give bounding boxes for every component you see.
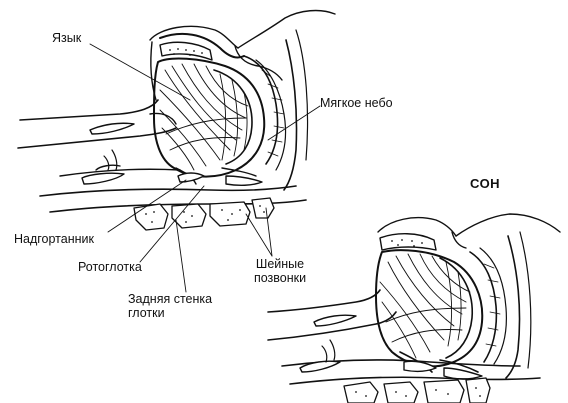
label-cervical-vertebrae: Шейные позвонки [246,257,314,285]
label-vertebrae-line1: Шейные [246,257,314,271]
label-posterior-pharyngeal-wall: Задняя стенка глотки [128,292,212,320]
label-posterior-wall-line2: глотки [128,306,212,320]
label-oropharynx: Ротоглотка [78,260,142,274]
label-soft-palate: Мягкое небо [320,96,393,110]
label-epiglottis: Надгортанник [14,232,94,246]
leader-lines [90,44,320,292]
label-sleep: СОН [470,177,500,191]
label-vertebrae-line2: позвонки [246,271,314,285]
tongue-fibers [160,64,248,170]
epiglottis-shape [178,173,204,182]
soft-palate-hatch [262,70,284,156]
label-tongue: Язык [52,31,81,45]
label-posterior-wall-line1: Задняя стенка [128,292,212,306]
sleep-section [268,214,560,403]
